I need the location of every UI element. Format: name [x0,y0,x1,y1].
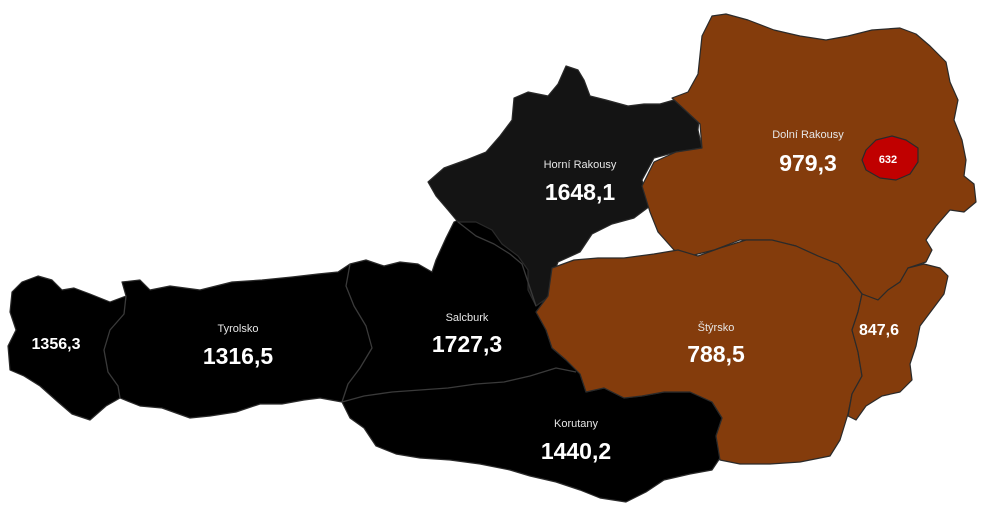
viden-value: 632 [879,154,897,166]
horni-rakousy-name: Horní Rakousy [544,159,617,171]
region-horni-rakousy [427,65,703,307]
burgenland-value: 847,6 [859,322,899,339]
border-tyrolsko-salcburk [341,263,373,403]
border-salcburk-korutany [341,367,577,403]
korutany-name: Korutany [554,418,599,430]
tyrolsko-value: 1316,5 [203,343,274,369]
tyrolsko-name: Tyrolsko [218,323,259,335]
salcburk-value: 1727,3 [432,331,502,357]
styrsko-value: 788,5 [687,341,745,367]
dolni-rakousy-value: 979,3 [779,150,837,176]
vorarlberg-value: 1356,3 [32,336,81,353]
salcburk-name: Salcburk [446,312,489,324]
korutany-value: 1440,2 [541,438,611,464]
region-viden [861,135,919,181]
horni-rakousy-value: 1648,1 [545,179,616,205]
styrsko-name: Štýrsko [698,321,735,334]
dolni-rakousy-name: Dolní Rakousy [772,129,844,141]
border-salcburk-horni [457,221,537,307]
border-vorarlberg-tyrolsko [103,295,127,399]
region-burgenland [847,263,949,421]
region-styrsko [535,239,863,465]
